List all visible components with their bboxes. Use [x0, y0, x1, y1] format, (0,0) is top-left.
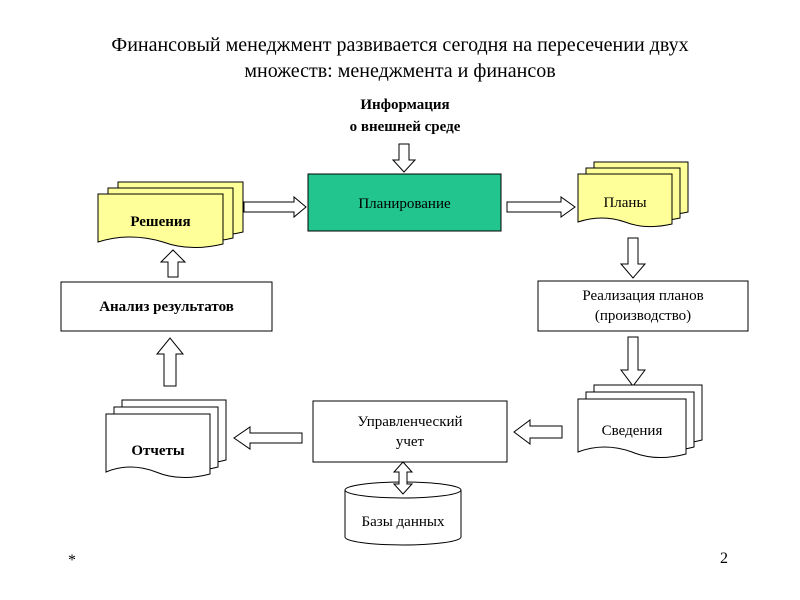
- planning-label: Планирование: [358, 196, 451, 212]
- data-label: Сведения: [601, 423, 663, 439]
- slide-title-line-2: множеств: менеджмента и финансов: [244, 60, 556, 82]
- arrow-accounting-to-reports: [233, 426, 303, 450]
- slide-title-line-1: Финансовый менеджмент развивается сегодн…: [111, 34, 689, 56]
- arrow-analysis-to-decisions: [159, 249, 187, 278]
- plans-label: Планы: [603, 195, 647, 211]
- arrow-planning-to-plans: [506, 196, 576, 218]
- arrow-implementation-to-data: [620, 336, 646, 387]
- planning-box: [307, 173, 502, 232]
- arrow-reports-to-analysis: [155, 337, 185, 387]
- reports-label: Отчеты: [131, 443, 185, 459]
- external-info-line-1: Информация: [360, 97, 450, 113]
- implementation-box: [537, 280, 749, 332]
- page-number: 2: [720, 550, 728, 567]
- implementation-label: Реализация планов (производство): [538, 286, 748, 326]
- implementation-label-line-1: Реализация планов: [582, 288, 704, 304]
- arrow-decisions-to-planning: [243, 195, 307, 219]
- decisions-label: Решения: [130, 214, 191, 230]
- footer-star: *: [68, 552, 76, 569]
- decisions-doc-stack: [97, 181, 244, 248]
- accounting-label: Управленческий учет: [313, 412, 507, 452]
- arrow-data-to-accounting: [513, 419, 563, 445]
- external-info-line-2: о внешней среде: [349, 119, 461, 135]
- analysis-box: [60, 281, 273, 332]
- databases-label: Базы данных: [361, 514, 445, 530]
- reports-doc-stack: [105, 399, 227, 478]
- arrow-accounting-database: [392, 461, 414, 495]
- analysis-label: Анализ результатов: [99, 299, 234, 315]
- accounting-box: [312, 400, 508, 463]
- arrow-info-to-planning: [391, 143, 417, 173]
- slide-title: Финансовый менеджмент развивается сегодн…: [40, 32, 760, 84]
- accounting-label-line-1: Управленческий: [357, 414, 463, 430]
- accounting-label-line-2: учет: [395, 434, 425, 450]
- external-info-label: Информация о внешней среде: [320, 94, 490, 138]
- plans-doc-stack: [577, 161, 689, 228]
- implementation-label-line-2: (производство): [594, 308, 692, 324]
- data-doc-stack: [577, 384, 703, 458]
- arrow-plans-to-implementation: [619, 237, 647, 279]
